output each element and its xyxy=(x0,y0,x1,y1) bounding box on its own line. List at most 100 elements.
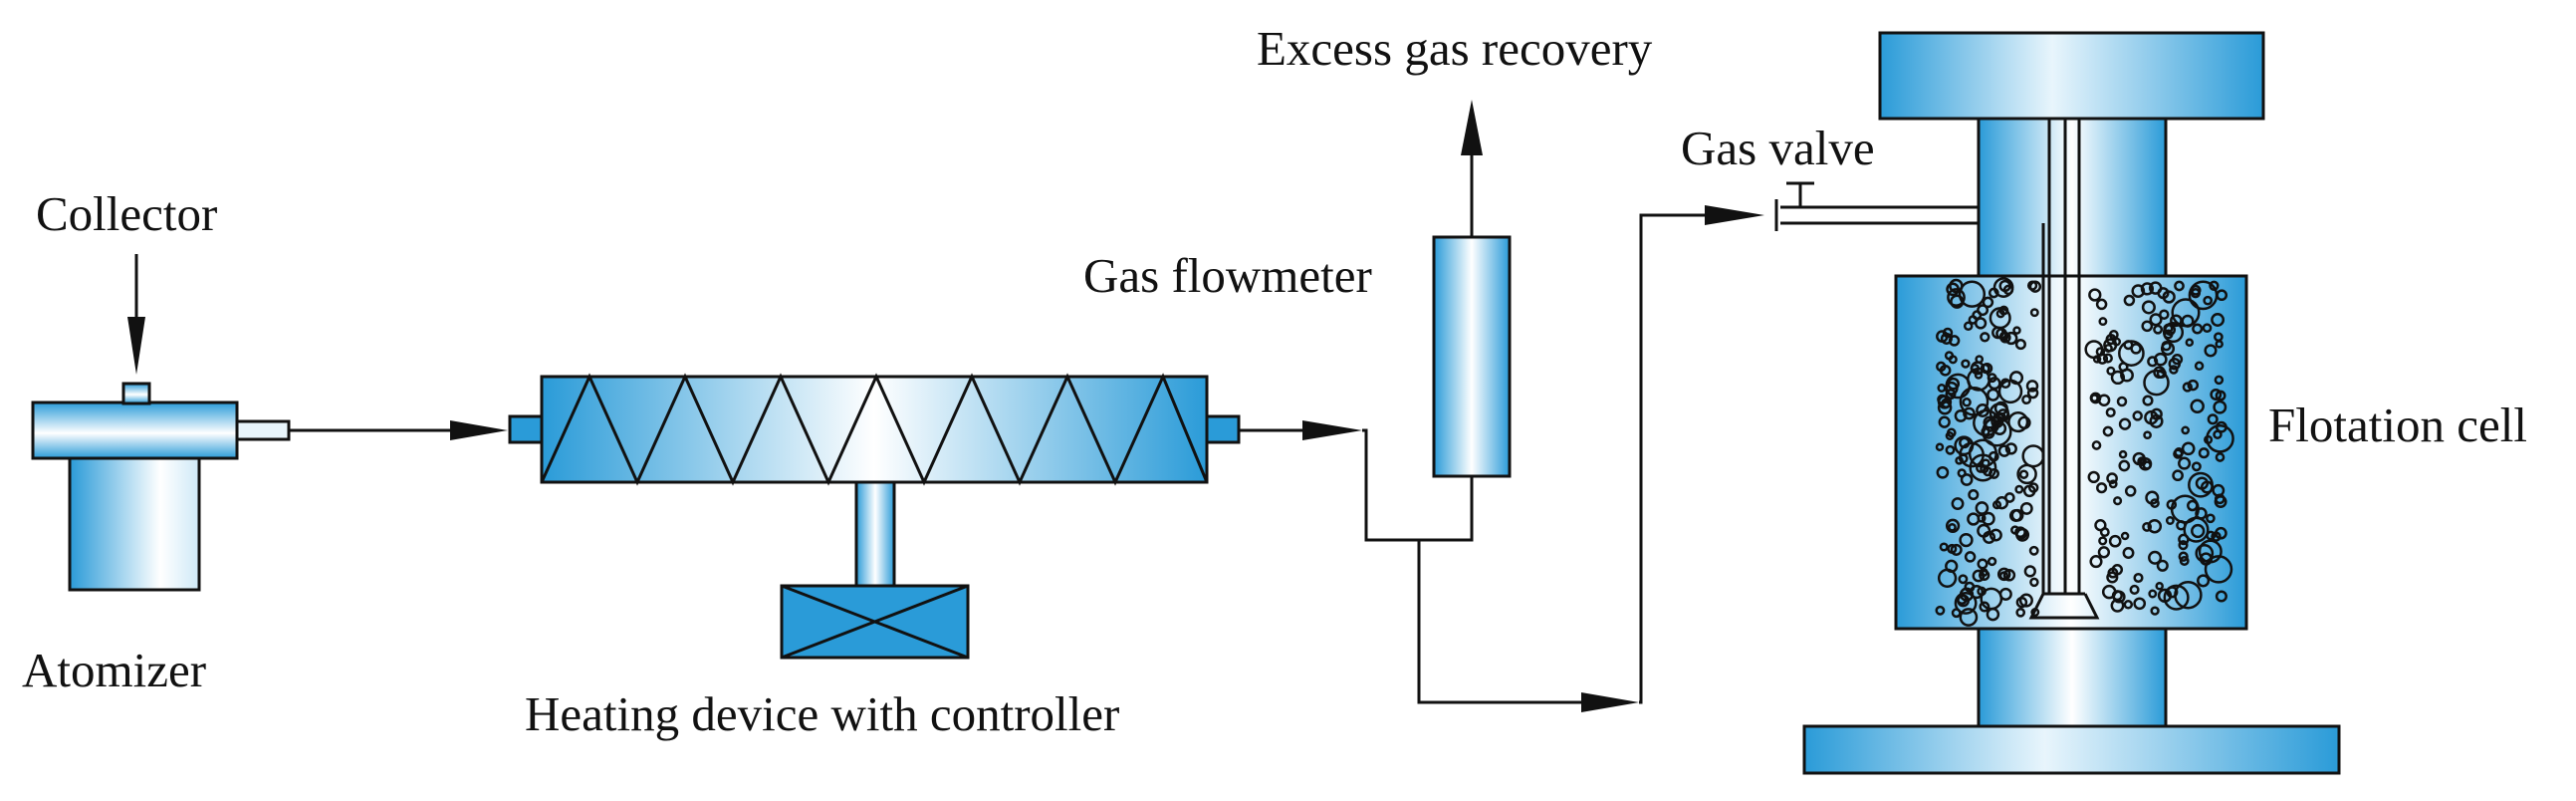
gas-bubble xyxy=(1938,415,1951,428)
atomizer-label: Atomizer xyxy=(22,643,207,697)
gas-bubble xyxy=(2214,375,2225,386)
heating-device xyxy=(508,373,1241,660)
gas-bubble xyxy=(2145,490,2160,505)
cell-upper-column xyxy=(1977,117,2168,278)
gas-bubble xyxy=(2215,452,2225,462)
gas-bubble xyxy=(2102,425,2114,437)
gas-bubble xyxy=(2118,449,2128,459)
gas-bubble xyxy=(2190,284,2202,296)
gas-bubble xyxy=(2118,417,2132,430)
gas-bubble xyxy=(1959,608,1979,627)
gas-bubble xyxy=(1968,489,1980,501)
gas-bubble xyxy=(2203,295,2214,306)
gas-bubble xyxy=(1954,408,1968,422)
gas-bubble xyxy=(2118,459,2131,472)
gas-bubble xyxy=(1940,332,1953,345)
gas-bubble xyxy=(2181,425,2191,435)
gas-bubble xyxy=(2213,429,2223,439)
gas-bubble xyxy=(2133,572,2144,584)
excess-gas-recovery-label: Excess gas recovery xyxy=(1257,21,1653,76)
gas-bubble xyxy=(1945,559,1959,573)
gas-bubble xyxy=(2215,390,2226,401)
gas-bubble xyxy=(2163,584,2190,611)
atomizer-cap xyxy=(31,400,239,460)
gas-bubble xyxy=(2108,330,2119,340)
gas-bubble xyxy=(2004,442,2017,455)
gas-bubble xyxy=(2213,400,2227,414)
gas-flowmeter-label: Gas flowmeter xyxy=(1083,248,1372,303)
gas-bubble xyxy=(1974,317,1988,330)
gas-bubble xyxy=(2169,365,2179,375)
gas-bubble xyxy=(2016,463,2037,485)
gas-bubble xyxy=(2108,479,2118,489)
gas-bubble xyxy=(2132,410,2143,421)
gas-bubble xyxy=(2124,485,2137,497)
gas-bubble xyxy=(2015,596,2028,609)
gas-bubble xyxy=(2206,513,2216,524)
sparger-pipe xyxy=(2028,120,2100,620)
gas-bubble xyxy=(1982,296,1994,309)
gas-bubble xyxy=(1970,363,1981,374)
pipe-atomizer-to-heater xyxy=(289,420,508,440)
gas-bubble xyxy=(2130,343,2142,355)
gas-bubble xyxy=(2007,411,2029,433)
flotation-cell-label: Flotation cell xyxy=(2268,398,2527,452)
gas-bubble xyxy=(1992,421,2007,435)
gas-bubble xyxy=(1976,403,1991,417)
heating-coil xyxy=(540,373,1209,486)
gas-bubble xyxy=(2010,525,2020,535)
gas-bubble xyxy=(1946,282,1960,297)
gas-bubble xyxy=(2181,441,2196,456)
gas-bubble xyxy=(2171,353,2184,366)
gas-bubble xyxy=(1998,587,2012,601)
gas-bubble xyxy=(2178,551,2189,562)
gas-bubble xyxy=(1995,309,2005,319)
gas-bubble xyxy=(2017,415,2031,429)
gas-bubble xyxy=(2202,323,2213,334)
gas-bubble xyxy=(2021,395,2032,405)
gas-bubble xyxy=(2015,607,2026,618)
atomizer-outlet-nozzle xyxy=(235,419,291,441)
gas-bubble xyxy=(1988,377,2001,391)
gas-bubble xyxy=(2182,382,2193,393)
gas-bubble xyxy=(2028,280,2042,293)
gas-bubble xyxy=(2147,518,2163,534)
gas-bubble xyxy=(2142,521,2153,532)
gas-bubble xyxy=(2120,531,2130,541)
gas-bubble xyxy=(1948,522,1957,532)
gas-bubble xyxy=(1954,591,1978,615)
gas-bubble xyxy=(2089,555,2103,569)
gas-bubble xyxy=(1945,431,1955,440)
gas-bubble xyxy=(2207,413,2219,425)
gas-bubble xyxy=(2102,353,2113,364)
gas-bubble xyxy=(1981,426,1991,436)
gas-bubbles xyxy=(1935,277,2234,627)
gas-bubble xyxy=(1961,359,1971,369)
gas-bubble xyxy=(2198,539,2223,564)
heating-device-label: Heating device with controller xyxy=(525,686,1120,741)
gas-bubble xyxy=(2014,339,2026,351)
gas-bubble xyxy=(2150,606,2160,616)
gas-bubble xyxy=(2148,589,2158,599)
gas-bubble xyxy=(2156,559,2169,572)
gas-bubble xyxy=(1939,542,1949,552)
gas-bubble xyxy=(2163,323,2174,334)
gas-bubble xyxy=(2120,368,2134,383)
gas-bubble xyxy=(1950,543,1963,556)
gas-bubble xyxy=(1989,528,2002,542)
gas-bubble xyxy=(1951,497,1965,511)
gas-bubble xyxy=(2140,282,2155,296)
gas-bubble xyxy=(1974,371,1984,380)
gas-bubble xyxy=(2149,313,2163,327)
gas-bubble xyxy=(1996,411,2006,421)
gas-bubble xyxy=(2204,555,2233,584)
gas-bubble xyxy=(2141,320,2154,333)
gas-bubble xyxy=(2143,430,2152,440)
gas-bubble xyxy=(2148,550,2163,565)
pipe-heater-outlet xyxy=(1239,205,1764,712)
gas-bubble xyxy=(2101,584,2117,600)
gas-bubble xyxy=(1976,462,1987,473)
gas-bubble xyxy=(2178,540,2189,551)
gas-bubble xyxy=(1995,328,2007,340)
gas-bubble xyxy=(2029,577,2039,588)
